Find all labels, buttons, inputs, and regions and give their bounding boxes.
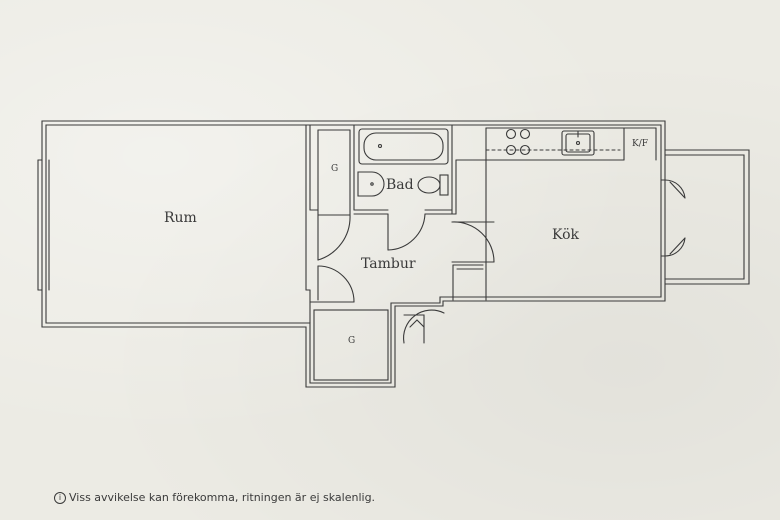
outer-walls xyxy=(41,120,666,388)
bad-sink xyxy=(357,171,385,197)
entry-door xyxy=(309,265,355,303)
bad-walls xyxy=(353,124,457,215)
garderob-upper xyxy=(317,124,355,216)
room-label-garderob-upper: G xyxy=(331,164,339,174)
rum-door xyxy=(317,214,351,261)
rum-window xyxy=(37,159,50,291)
kitchen-partition xyxy=(452,159,487,301)
room-label-tambur: Tambur xyxy=(361,256,416,272)
kitchen-sink xyxy=(561,130,595,156)
toilet xyxy=(417,174,449,196)
rum-partition xyxy=(305,124,319,324)
room-label-bad: Bad xyxy=(386,177,414,193)
room-label-rum: Rum xyxy=(164,210,197,226)
room-label-kyl-frys: K/F xyxy=(632,139,649,149)
stove xyxy=(505,128,531,156)
info-icon: i xyxy=(54,491,66,504)
bathtub xyxy=(358,128,449,165)
bad-door xyxy=(387,213,426,251)
garderob-lower xyxy=(313,309,389,381)
room-label-kok: Kök xyxy=(552,227,579,243)
disclaimer: i Viss avvikelse kan förekomma, ritninge… xyxy=(54,491,375,504)
disclaimer-text: Viss avvikelse kan förekomma, ritningen … xyxy=(69,491,376,504)
balcony xyxy=(660,149,750,285)
kok-door xyxy=(451,221,495,263)
room-label-garderob-lower: G xyxy=(348,336,356,346)
balcony-door xyxy=(664,179,686,257)
entrance-marker xyxy=(403,309,445,344)
kitchen-counter xyxy=(485,127,657,161)
